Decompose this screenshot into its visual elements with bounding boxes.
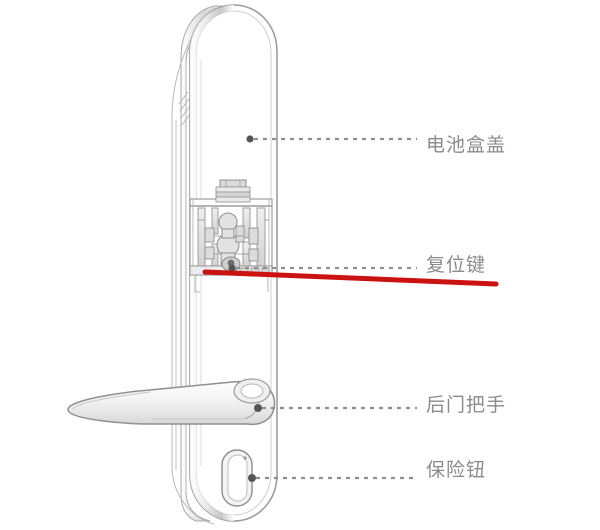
leader-dots bbox=[228, 135, 262, 482]
leader-dot-safety-knob bbox=[248, 474, 256, 482]
leader-dot-battery-cover bbox=[246, 135, 254, 143]
safety-knob bbox=[221, 449, 253, 507]
leader-dot-rear-handle bbox=[254, 404, 262, 412]
terminal-block bbox=[215, 179, 251, 203]
callout-label-safety-knob: 保险钮 bbox=[426, 459, 487, 481]
callout-label-rear-handle: 后门把手 bbox=[426, 394, 507, 416]
leader-lines bbox=[236, 137, 417, 480]
callout-label-reset-button: 复位键 bbox=[426, 254, 487, 276]
leader-dot-reset-button bbox=[228, 264, 236, 272]
callout-label-battery-cover: 电池盒盖 bbox=[426, 134, 507, 156]
red-underline-annotation bbox=[202, 269, 499, 287]
lever-handle bbox=[67, 378, 276, 426]
